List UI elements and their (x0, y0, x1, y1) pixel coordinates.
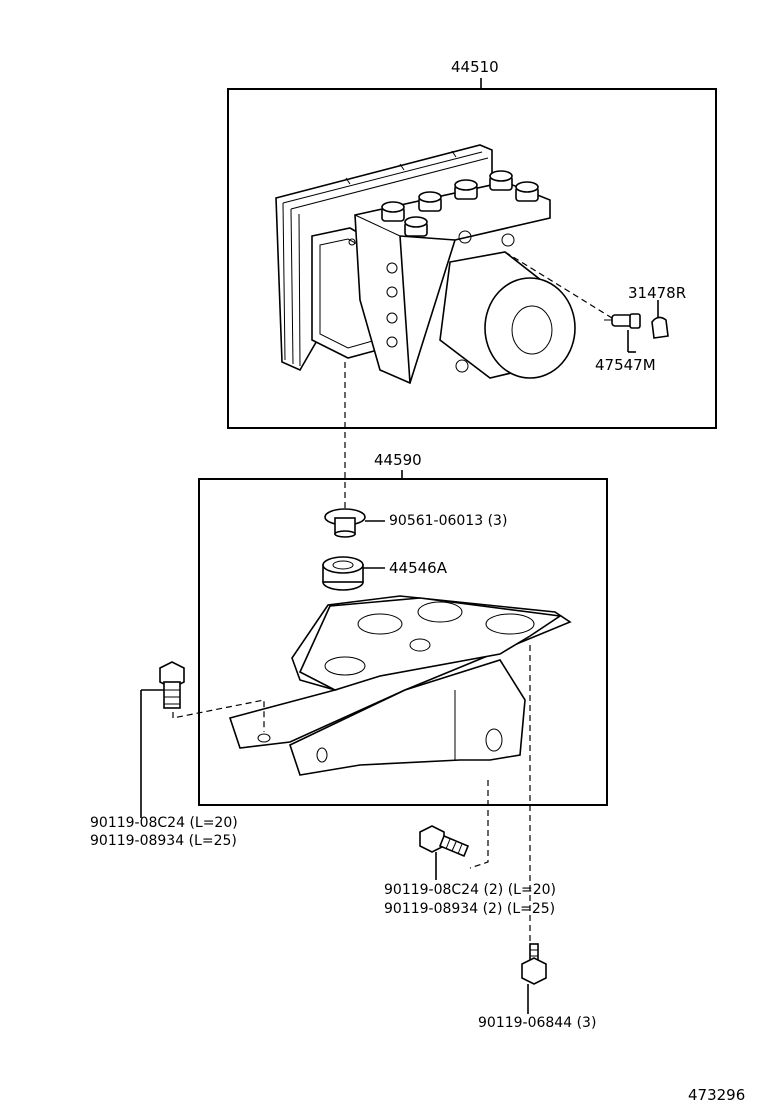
left-bolt-label-2: 90119-08934 (L=25) (90, 833, 237, 849)
illustration-number: 473296 (688, 1086, 746, 1104)
bleeder-plug-drawing (604, 313, 641, 329)
abs-actuator-box (227, 88, 717, 429)
cushion-collar-label: 90561-06013 (3) (389, 513, 508, 529)
abs-actuator-drawing (275, 144, 669, 385)
union-plug-label: 31478R (628, 284, 687, 302)
union-plug-drawing (651, 316, 669, 339)
abs-actuator-label: 44510 (451, 58, 499, 76)
bleeder-plug-label: 47547M (595, 356, 656, 374)
center-bolt-drawing (419, 825, 470, 880)
left-bolt-drawing (140, 661, 185, 818)
bottom-bolt-label: 90119-06844 (3) (478, 1015, 597, 1031)
bracket-assy-box (198, 478, 608, 806)
bottom-bolt-drawing (521, 943, 547, 1014)
cushion-collar-drawing (324, 508, 385, 538)
center-bolt-label-1: 90119-08C24 (2) (L=20) (384, 882, 556, 898)
bracket-assy-label: 44590 (374, 451, 422, 469)
cushion-label: 44546A (389, 559, 447, 577)
center-bolt-label-2: 90119-08934 (2) (L=25) (384, 901, 556, 917)
left-bolt-label-1: 90119-08C24 (L=20) (90, 815, 238, 831)
bracket-assy-drawing (172, 508, 572, 950)
cushion-drawing (322, 556, 385, 591)
